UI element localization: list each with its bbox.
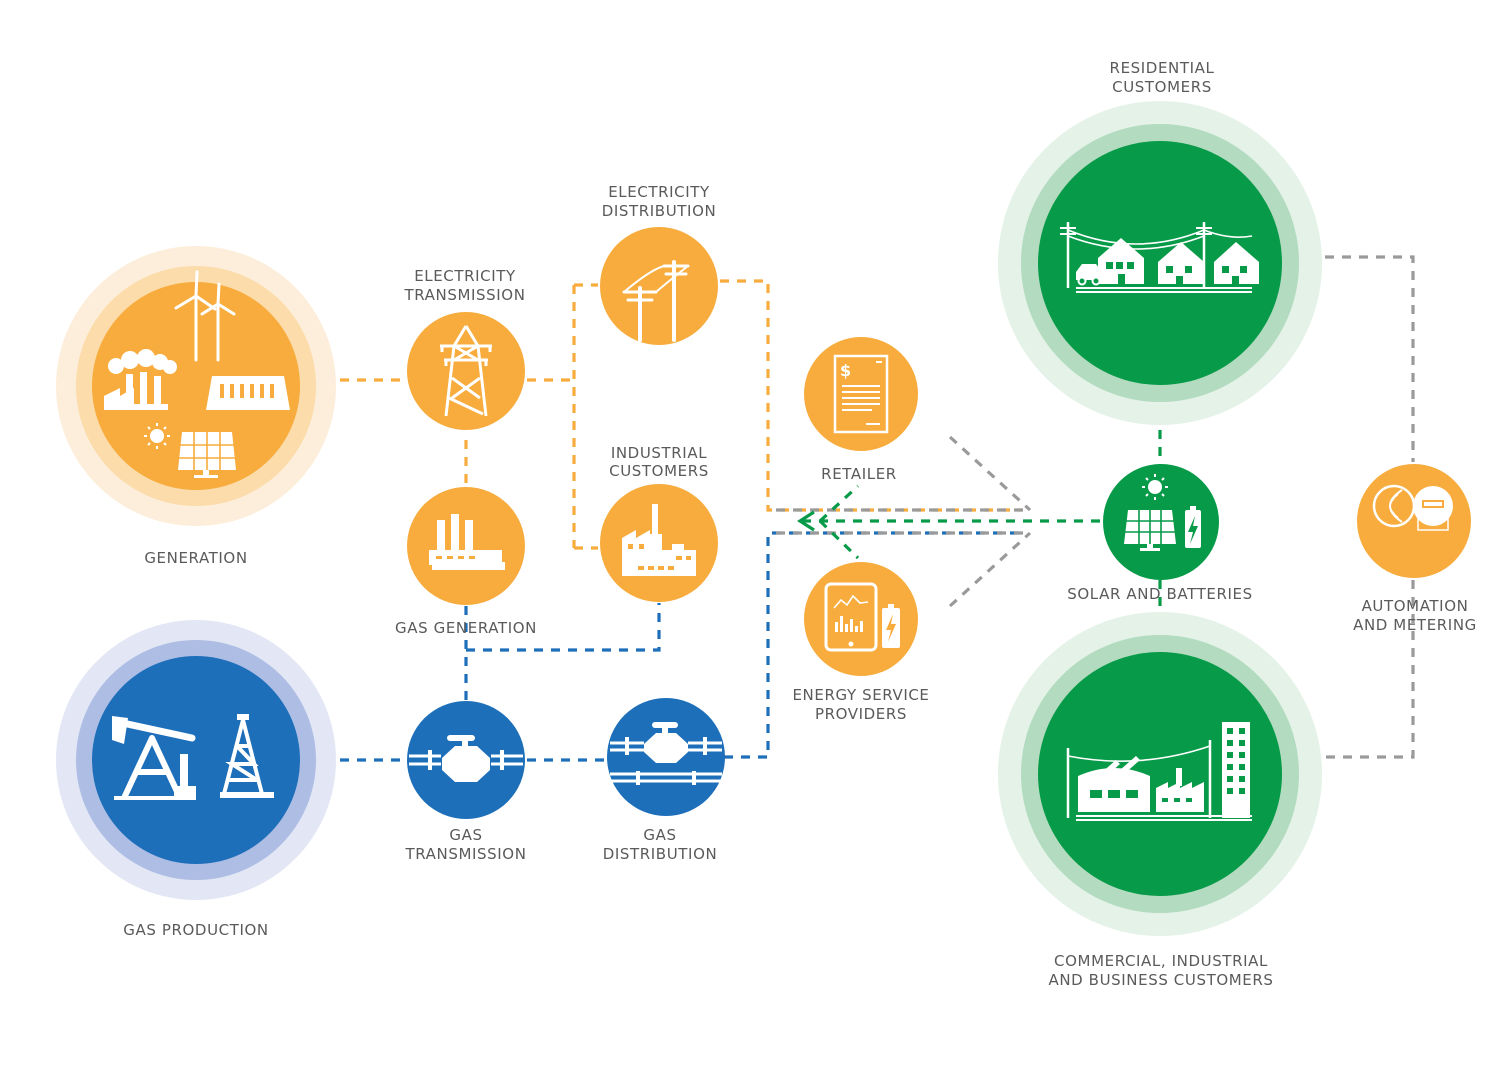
node-gas-production[interactable]: GAS PRODUCTION xyxy=(56,620,336,939)
energy-service-providers-label-line1: ENERGY SERVICE xyxy=(792,686,929,704)
gas-distribution-label-line1: GAS xyxy=(643,826,676,844)
solar-panel-icon xyxy=(178,432,236,478)
industrial-customers-label-line2: CUSTOMERS xyxy=(609,462,709,480)
node-solar-and-batteries[interactable]: SOLAR AND BATTERIES xyxy=(1067,464,1252,603)
residential-customers-label-line2: CUSTOMERS xyxy=(1112,78,1212,96)
smart-meter-icon xyxy=(1372,484,1453,531)
oil-pump-icon xyxy=(112,716,196,800)
retailer-label: RETAILER xyxy=(821,465,897,483)
electricity-distribution-label-line2: DISTRIBUTION xyxy=(602,202,717,220)
gas-generation-label: GAS GENERATION xyxy=(395,619,537,637)
gas-production-label: GAS PRODUCTION xyxy=(123,921,268,939)
node-electricity-distribution[interactable]: ELECTRICITY DISTRIBUTION xyxy=(600,183,718,345)
commercial-buildings-icon xyxy=(1066,722,1252,821)
factory-icon xyxy=(104,349,177,410)
connector-distribution-to-market xyxy=(720,279,1022,512)
energy-service-providers-label-line2: PROVIDERS xyxy=(815,705,907,723)
node-commercial-customers[interactable]: COMMERCIAL, INDUSTRIAL AND BUSINESS CUST… xyxy=(998,612,1322,989)
battery-icon xyxy=(882,604,900,648)
node-electricity-transmission[interactable]: ELECTRICITY TRANSMISSION xyxy=(403,267,525,430)
power-plant-icon xyxy=(429,514,505,570)
node-gas-transmission[interactable]: GAS TRANSMISSION xyxy=(404,701,526,863)
pipeline-valve-icon xyxy=(610,722,722,785)
node-automation-and-metering[interactable]: AUTOMATION AND METERING xyxy=(1353,464,1477,634)
service-connectors xyxy=(776,255,1415,759)
connector-esp-to-hub xyxy=(948,531,1032,608)
automation-and-metering-label-line1: AUTOMATION xyxy=(1362,597,1469,615)
gas-transmission-label-line1: GAS xyxy=(449,826,482,844)
commercial-customers-label-line2: AND BUSINESS CUSTOMERS xyxy=(1048,971,1273,989)
commercial-customers-label-line1: COMMERCIAL, INDUSTRIAL xyxy=(1054,952,1268,970)
connector-retailer-to-hub xyxy=(948,435,1032,512)
node-residential-customers[interactable]: RESIDENTIAL CUSTOMERS xyxy=(998,59,1322,425)
houses-icon xyxy=(1060,222,1259,293)
solar-battery-icon xyxy=(1124,474,1201,551)
solar-and-batteries-label: SOLAR AND BATTERIES xyxy=(1067,585,1252,603)
transmission-tower-icon xyxy=(440,325,492,417)
generation-label: GENERATION xyxy=(144,549,247,567)
connector-residential-to-metering xyxy=(1325,255,1415,462)
export-connectors xyxy=(800,430,1162,614)
gas-transmission-label-line2: TRANSMISSION xyxy=(404,845,526,863)
node-generation[interactable]: GENERATION xyxy=(56,246,336,567)
electricity-transmission-label-line1: ELECTRICITY xyxy=(414,267,516,285)
export-arrow-head xyxy=(797,510,815,532)
factory-icon xyxy=(622,504,696,576)
residential-customers-label-line1: RESIDENTIAL xyxy=(1110,59,1215,77)
node-energy-service-providers[interactable]: ENERGY SERVICE PROVIDERS xyxy=(792,562,929,723)
sun-icon xyxy=(144,423,170,449)
gas-distribution-label-line2: DISTRIBUTION xyxy=(603,845,718,863)
oil-derrick-icon xyxy=(220,714,274,798)
node-gas-generation[interactable]: GAS GENERATION xyxy=(395,487,537,637)
invoice-icon: $ xyxy=(833,354,889,434)
invoice-dollar-sign: $ xyxy=(840,361,851,380)
connectors xyxy=(340,255,1415,762)
node-gas-distribution[interactable]: GAS DISTRIBUTION xyxy=(603,698,725,863)
electricity-distribution-label-line1: ELECTRICITY xyxy=(608,183,710,201)
pipeline-valve-icon xyxy=(409,735,523,782)
electricity-transmission-label-line2: TRANSMISSION xyxy=(403,286,525,304)
wind-turbine-icon xyxy=(174,270,236,362)
node-industrial-customers[interactable]: INDUSTRIAL CUSTOMERS xyxy=(600,444,718,602)
electricity-connectors xyxy=(340,279,1022,550)
industrial-customers-label-line1: INDUSTRIAL xyxy=(611,444,707,462)
automation-and-metering-label-line2: AND METERING xyxy=(1353,616,1477,634)
connector-gas-generation-to-industrial xyxy=(466,603,661,652)
node-retailer[interactable]: $ RETAILER xyxy=(804,337,918,483)
power-pole-icon xyxy=(622,260,690,342)
tablet-chart-icon xyxy=(824,582,878,652)
dam-icon xyxy=(206,376,290,410)
connector-solar-to-esp xyxy=(818,519,860,560)
connector-metering-to-commercial xyxy=(1325,580,1415,759)
connector-solar-to-retailer xyxy=(818,484,860,523)
